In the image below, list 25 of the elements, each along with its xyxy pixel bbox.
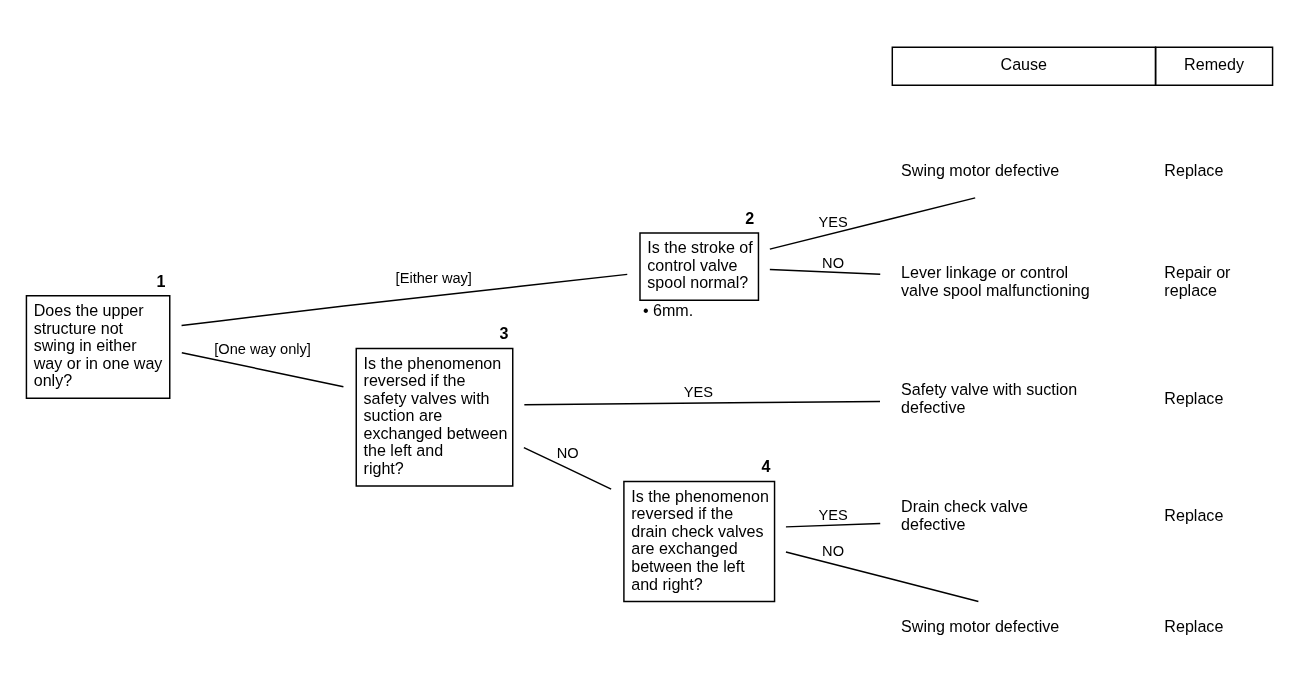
node-label: Repair or replace	[1164, 262, 1231, 299]
edge-label: YES	[818, 506, 848, 523]
node-label: 2	[745, 208, 755, 227]
edge-label: YES	[818, 213, 848, 230]
edge-label: NO	[556, 444, 579, 461]
node-label: • 6mm.	[642, 300, 694, 319]
node-label: 1	[156, 271, 166, 290]
node-text: Drain check valve defective	[901, 496, 1028, 533]
node-label: 3	[499, 323, 509, 342]
node-text: Lever linkage or control valve spool malfunctioning	[901, 262, 1090, 299]
edge-label: [One way only]	[214, 340, 311, 357]
node-label: Replace	[1164, 505, 1224, 524]
edge-label: YES	[683, 383, 714, 400]
edge-label: NO	[822, 254, 845, 271]
node-text: Safety valve with suction defective	[901, 379, 1078, 416]
edge-label: [Either way]	[395, 269, 472, 286]
node-text: Swing motor defective	[901, 160, 1060, 179]
node-label: Replace	[1164, 388, 1224, 407]
node-text: Swing motor defective	[901, 616, 1060, 635]
label: Remedy	[1184, 54, 1244, 73]
node-label: Replace	[1164, 616, 1224, 635]
label: Cause	[1000, 54, 1048, 73]
edge-label: NO	[822, 542, 845, 559]
node-label: 4	[761, 456, 771, 475]
node-label: Replace	[1164, 160, 1224, 179]
